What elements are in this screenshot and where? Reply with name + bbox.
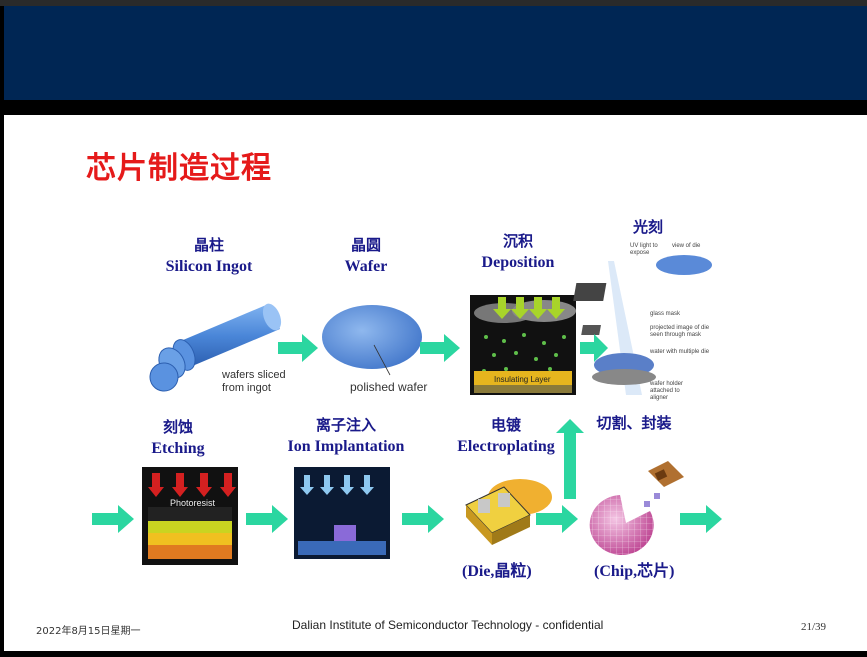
arrow-deposition-to-litho xyxy=(580,334,608,362)
etching-illustration xyxy=(142,467,238,565)
arrow-etching-to-ion xyxy=(246,505,288,533)
polished-wafer-illustration xyxy=(322,305,422,376)
window-top-strip xyxy=(0,0,867,6)
step-etching-cn: 刻蚀 xyxy=(162,418,193,436)
footer-confidential: Dalian Institute of Semiconductor Techno… xyxy=(292,618,604,632)
die-caption: (Die,晶粒) xyxy=(462,563,532,580)
step-silicon-ingot-cn: 晶柱 xyxy=(193,236,224,254)
silicon-ingot-illustration xyxy=(149,303,282,392)
litho-note-holder: wafer holder attached to aligner xyxy=(650,381,684,401)
step-wafer-cn: 晶圆 xyxy=(350,236,381,254)
ingot-note: wafers sliced from ingot xyxy=(222,369,286,394)
litho-note-mask: glass mask xyxy=(650,311,681,317)
step-cut-package: 切割、封装 xyxy=(584,413,684,434)
footer-page-number: 21/39 xyxy=(801,621,827,633)
step-ion-implantation-en: Ion Implantation xyxy=(287,438,405,455)
wafer-note: polished wafer xyxy=(350,380,428,394)
step-silicon-ingot-en: Silicon Ingot xyxy=(165,258,253,275)
step-electroplating: 电镀 Electroplating xyxy=(448,415,564,457)
step-wafer-en: Wafer xyxy=(344,258,388,275)
arrow-ingot-to-wafer xyxy=(278,334,318,362)
step-etching: 刻蚀 Etching xyxy=(138,417,218,459)
step-deposition: 沉积 Deposition xyxy=(468,231,568,273)
step-electroplating-cn: 电镀 xyxy=(490,416,521,434)
litho-note-projected: projected image of die seen through mask xyxy=(650,325,710,338)
litho-note-uv: UV light to expose xyxy=(630,243,658,256)
step-ion-implantation: 离子注入 Ion Implantation xyxy=(280,415,412,457)
step-wafer: 晶圆 Wafer xyxy=(328,235,404,277)
chip-caption: (Chip,芯片) xyxy=(594,563,675,580)
step-deposition-cn: 沉积 xyxy=(502,232,533,250)
step-lithography: 光刻 xyxy=(610,217,686,238)
deposition-note: Insulating Layer xyxy=(494,375,551,384)
ion-implantation-illustration xyxy=(294,467,390,559)
process-arrows xyxy=(92,334,722,533)
arrow-start-to-etching xyxy=(92,505,134,533)
step-lithography-cn: 光刻 xyxy=(632,218,663,236)
step-silicon-ingot: 晶柱 Silicon Ingot xyxy=(154,235,264,277)
arrow-die-to-chip xyxy=(536,505,578,533)
footer-date: 2022年8月15日星期一 xyxy=(36,626,141,637)
deposition-illustration xyxy=(470,295,576,395)
etching-note: Photoresist xyxy=(170,498,216,508)
step-ion-implantation-cn: 离子注入 xyxy=(315,416,376,434)
lithography-illustration xyxy=(573,255,712,395)
litho-note-view: view of die xyxy=(672,243,701,249)
slide-title: 芯片制造过程 xyxy=(86,151,272,186)
step-deposition-en: Deposition xyxy=(481,254,555,271)
chip-wafer-illustration xyxy=(589,461,684,555)
slide-header-band xyxy=(4,6,867,100)
process-diagram xyxy=(92,255,722,565)
step-etching-en: Etching xyxy=(151,440,205,457)
step-electroplating-en: Electroplating xyxy=(457,438,555,455)
electroplating-illustration xyxy=(465,479,552,545)
arrow-ion-to-electroplating xyxy=(402,505,444,533)
step-cut-package-cn: 切割、封装 xyxy=(596,414,672,432)
litho-note-water: water with multiple die xyxy=(650,349,710,355)
slide: 芯片制造过程 xyxy=(4,115,867,651)
arrow-wafer-to-deposition xyxy=(420,334,460,362)
arrow-chip-out xyxy=(680,505,722,533)
arrow-up-to-cut-package xyxy=(556,419,584,499)
